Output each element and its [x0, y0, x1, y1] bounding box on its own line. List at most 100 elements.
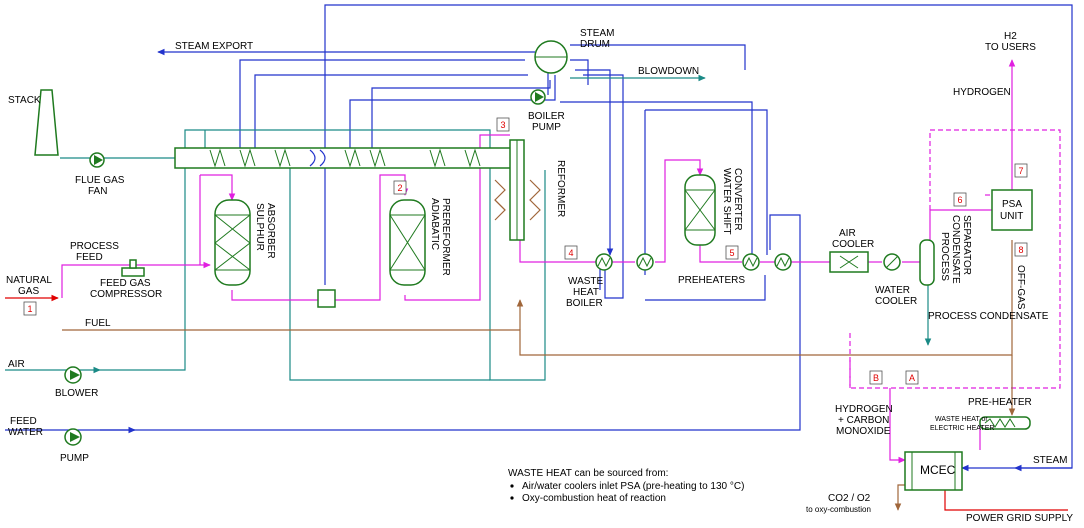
blower-label: BLOWER: [55, 388, 98, 399]
preheater-3-icon: [774, 253, 792, 271]
waste-heat-boiler-icon: [595, 253, 613, 271]
waste-heat-boiler-label-3: BOILER: [566, 298, 603, 309]
waste-heat-note-item-1: Air/water coolers inlet PSA (pre-heating…: [522, 481, 744, 492]
co2-o2-label-1: CO2 / O2: [828, 493, 871, 504]
svg-text:A: A: [909, 373, 915, 383]
process-feed-label-1: PROCESS: [70, 241, 119, 252]
power-grid-label: POWER GRID SUPPLY: [966, 513, 1073, 524]
reformer-icon: [494, 139, 541, 241]
feed-pump-icon: [64, 428, 82, 446]
adiabatic-prereformer-icon: [389, 199, 426, 286]
pre-heater-icon: [979, 416, 1031, 430]
svg-text:2: 2: [397, 183, 402, 193]
crossover-icon: [309, 149, 326, 167]
preheater-2-icon: [742, 253, 760, 271]
steam-label: STEAM: [1033, 455, 1067, 466]
sulphur-absorber-label-1: SULPHUR: [254, 203, 265, 251]
separator-label-1: PROCESS: [939, 232, 950, 281]
convection-coils: [209, 148, 481, 168]
air-cooler-icon: [829, 251, 869, 273]
waste-heat-boiler-label-1: WASTE: [568, 276, 604, 287]
feed-gas-compressor-label-2: COMPRESSOR: [90, 289, 162, 300]
steam-export-label: STEAM EXPORT: [175, 41, 253, 52]
stack-label: STACK: [8, 95, 41, 106]
hydrogen-label: HYDROGEN: [953, 87, 1011, 98]
stream-number-6: 6: [953, 192, 967, 207]
separator-label-3: SEPARATOR: [961, 215, 972, 275]
stream-number-7: 7: [1014, 163, 1028, 178]
preheater-1-icon: [636, 253, 654, 271]
waste-heat-note-title: WASTE HEAT can be sourced from:: [508, 468, 668, 479]
preheaters-label: PREHEATERS: [678, 275, 745, 286]
wsc-label-1: WATER SHIFT: [721, 168, 732, 235]
adiabatic-label-2: PREREFORMER: [440, 198, 451, 276]
mcec-label: MCEC: [920, 463, 956, 477]
boiler-pump-label-2: PUMP: [532, 122, 561, 133]
water-steam-lines: [5, 4, 1073, 472]
stream-number-8: 8: [1014, 242, 1028, 257]
sulphur-absorber-label-2: ABSORBER: [265, 203, 276, 259]
blower-icon: [64, 366, 82, 384]
psa-label-2: UNIT: [1000, 211, 1023, 222]
air-cooler-label-1: AIR: [839, 228, 856, 239]
psa-unit-box: [991, 189, 1033, 231]
svg-text:6: 6: [957, 195, 962, 205]
stream-number-5: 5: [725, 245, 739, 260]
svg-text:1: 1: [27, 304, 32, 314]
mcec-box: [904, 451, 963, 491]
waste-heat-note: WASTE HEAT can be sourced from: Air/wate…: [508, 468, 744, 504]
separator-label-2: CONDENSATE: [950, 215, 961, 284]
blowdown-label: BLOWDOWN: [638, 66, 699, 77]
co2-o2-label-2: to oxy-combustion: [806, 505, 871, 514]
steam-drum-label-2: DRUM: [580, 39, 610, 50]
hydrogen-co-label-3: MONOXIDE: [836, 426, 891, 437]
air-cooler-label-2: COOLER: [832, 239, 874, 250]
hydrogen-co-label-1: HYDROGEN: [835, 404, 893, 415]
process-feed-label-2: FEED: [76, 252, 103, 263]
svg-text:5: 5: [729, 248, 734, 258]
psa-label-1: PSA: [1002, 199, 1022, 210]
water-shift-converter-icon: [684, 174, 716, 246]
water-cooler-label-1: WATER: [875, 285, 910, 296]
svg-text:7: 7: [1018, 166, 1023, 176]
flue-gas-fan-label-2: FAN: [88, 186, 107, 197]
h2-label-2: TO USERS: [985, 42, 1036, 53]
stream-number-1: 1: [23, 301, 37, 316]
boiler-pump-icon: [530, 89, 546, 105]
condensate-separator-icon: [919, 239, 935, 286]
process-gas-lines: [61, 59, 1061, 464]
svg-text:3: 3: [500, 120, 505, 130]
feed-gas-compressor-label-1: FEED GAS: [100, 278, 151, 289]
svg-text:8: 8: [1018, 245, 1023, 255]
stream-number-4: 4: [564, 245, 578, 260]
flue-gas-fan-icon: [89, 152, 105, 168]
stream-number-3: 3: [496, 117, 510, 132]
off-gas-label: OFF-GAS: [1015, 265, 1026, 310]
adiabatic-label-1: ADIABATIC: [429, 198, 440, 250]
feed-water-label-1: FEED: [10, 416, 37, 427]
mixer-box: [317, 289, 336, 308]
power-lines: [5, 294, 1068, 511]
natural-gas-label-1: NATURAL: [6, 275, 52, 286]
water-cooler-label-2: COOLER: [875, 296, 917, 307]
air-label: AIR: [8, 359, 25, 370]
waste-heat-or-label: WASTE HEAT or: [935, 416, 988, 423]
air-flue-lines: [5, 74, 932, 381]
waste-heat-boiler-label-2: HEAT: [573, 287, 599, 298]
electric-heater-label: ELECTRIC HEATER: [930, 425, 994, 432]
flue-gas-fan-label-1: FLUE GAS: [75, 175, 125, 186]
hydrogen-co-label-2: + CARBON: [838, 415, 889, 426]
stack-icon: [34, 89, 59, 156]
waste-heat-note-item-2: Oxy-combustion heat of reaction: [522, 493, 666, 504]
reformer-label: REFORMER: [555, 160, 566, 217]
stream-letter-a: A: [905, 370, 919, 385]
boiler-pump-label-1: BOILER: [528, 111, 565, 122]
stream-letter-b: B: [869, 370, 883, 385]
wsc-label-2: CONVERTER: [732, 168, 743, 231]
svg-text:4: 4: [568, 248, 573, 258]
feed-gas-compressor-icon: [121, 259, 145, 277]
pump-label: PUMP: [60, 453, 89, 464]
steam-drum-label-1: STEAM: [580, 28, 614, 39]
